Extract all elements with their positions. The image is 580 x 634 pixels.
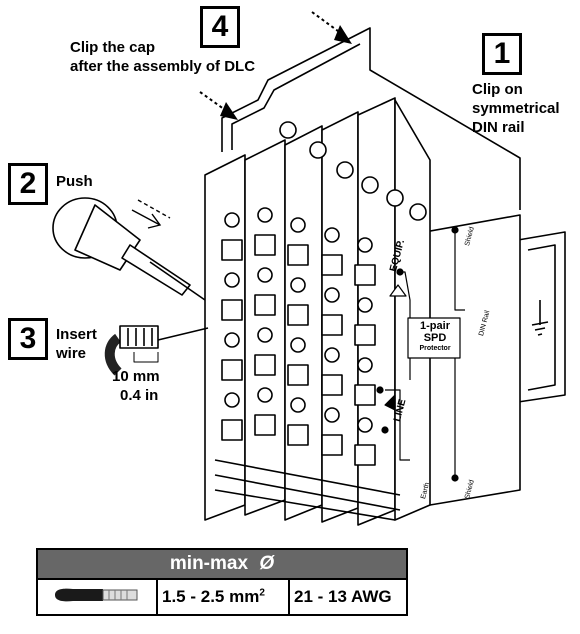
stripped-wire-icon [55,588,138,601]
protector-line3: Protector [419,345,451,352]
side-schematic [376,226,465,482]
area-value: 1.5 - 2.5 mm [162,587,260,606]
area-exponent: 2 [259,587,265,599]
awg-cell: 21 - 13 AWG [288,578,408,616]
push-arrow [131,199,171,229]
cap-arrow-top [311,11,352,44]
step-1-text: Clip on symmetrical DIN rail [472,81,560,136]
wire-spec-table: min-max Ø 1.5 - 2.5 mm2 21 - 13 AWG [36,548,408,616]
assembly-illustration [52,11,566,526]
step-4-number: 4 [200,6,240,48]
screwdriver [52,197,206,301]
cap-arrow-left [199,91,238,120]
area-cell: 1.5 - 2.5 mm2 [156,578,290,616]
screw-row-top [279,121,427,221]
diameter-icon: Ø [259,553,275,574]
step-2-number: 2 [8,163,48,205]
step-4-text: Clip the cap after the assembly of DLC [70,39,256,75]
protector-line2: SPD [423,332,447,344]
spec-table-row: 1.5 - 2.5 mm2 21 - 13 AWG [36,578,408,616]
step-3-text: Insert wire [56,326,97,362]
wire [104,325,209,376]
step-2-text: Push [56,173,93,190]
awg-value: 21 - 13 AWG [294,587,392,606]
spec-table-header: min-max Ø [36,548,408,580]
protector-line1: 1-pair [420,320,450,332]
spec-header-label: min-max [169,553,249,574]
strip-length-mm: 10 mm [112,368,160,385]
strip-length-inch: 0.4 in [120,387,159,404]
din-rail [517,231,566,403]
terminal-columns [221,207,376,466]
step-3-number: 3 [8,318,48,360]
step-1-number: 1 [482,33,522,75]
wire-end-cell [36,578,158,616]
protector-label: 1-pair SPD Protector [410,320,460,354]
